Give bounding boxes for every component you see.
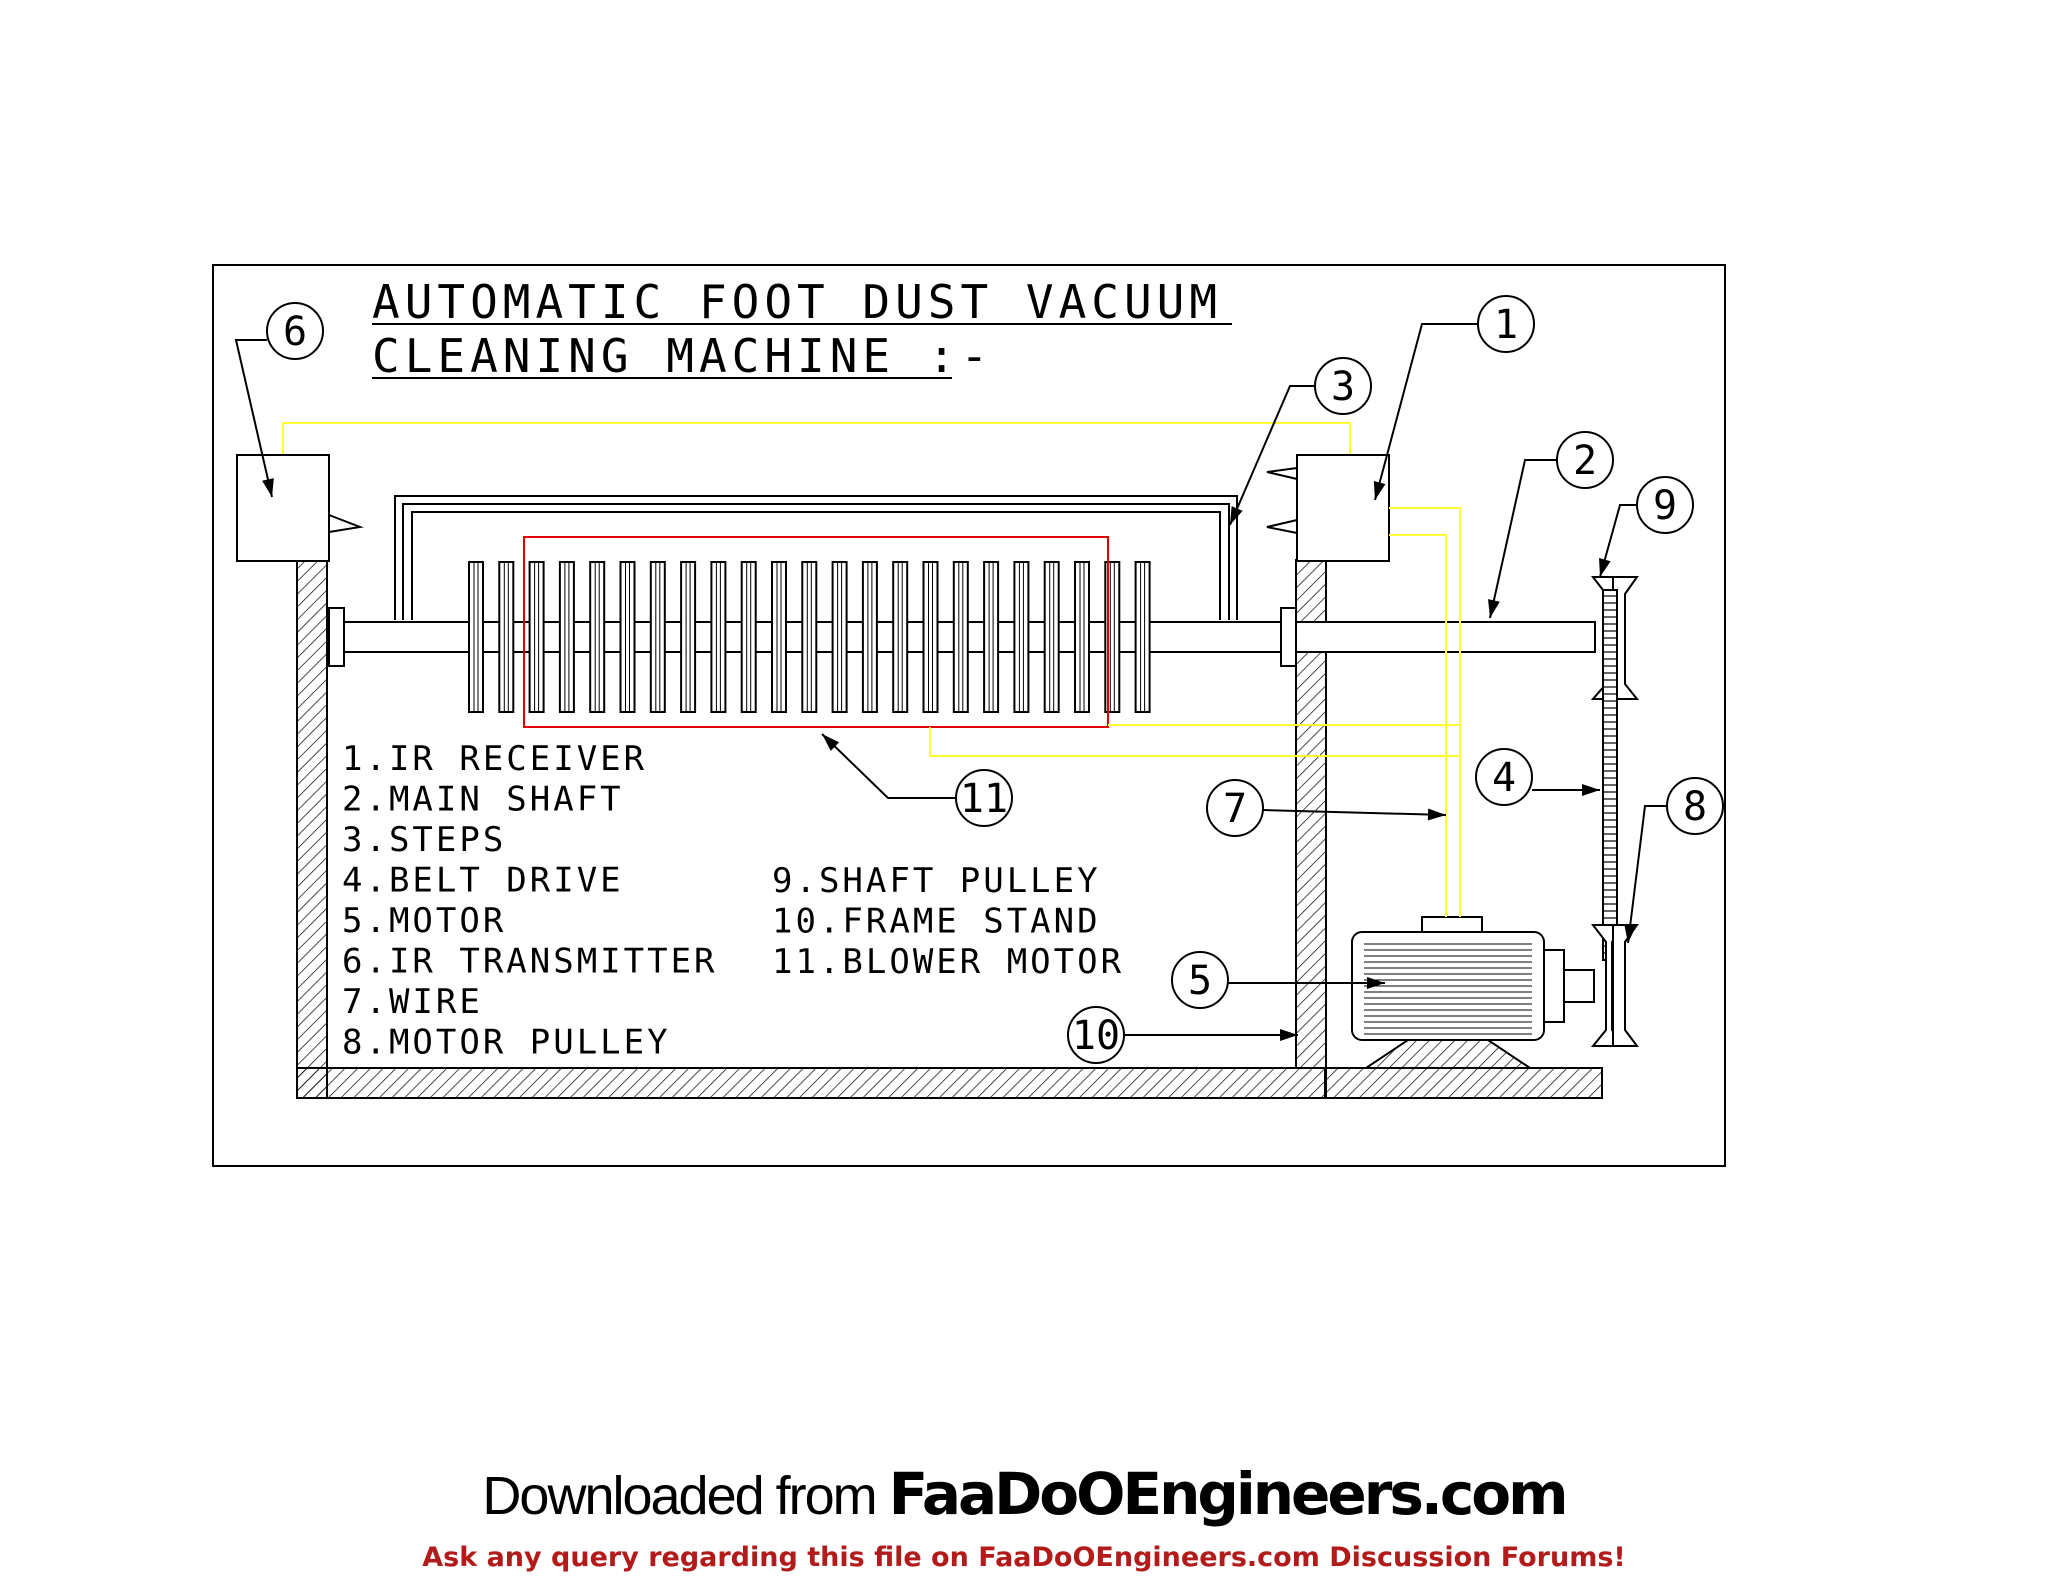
blower-fin xyxy=(1043,561,1060,713)
callout-2: 2 xyxy=(1488,431,1614,619)
blower-fins xyxy=(468,561,1151,713)
callout-1: 1 xyxy=(1373,295,1535,501)
footer-prefix: Downloaded from xyxy=(482,1466,889,1526)
blower-fin xyxy=(952,561,969,713)
callout-number: 7 xyxy=(1223,786,1247,832)
blower-fin xyxy=(892,561,909,713)
callout-3: 3 xyxy=(1229,357,1372,526)
callout-6: 6 xyxy=(234,302,324,498)
footer-site-logo[interactable]: FaaDoOEngineers.com xyxy=(888,1460,1569,1528)
wire-motor xyxy=(929,507,1461,917)
legend-item: 1.IR RECEIVER xyxy=(342,739,647,779)
callout-8: 8 xyxy=(1624,777,1724,944)
blower-fin xyxy=(589,561,606,713)
legend-item: 3.STEPS xyxy=(342,820,506,860)
main-shaft xyxy=(328,607,1596,667)
legend-item: 6.IR TRANSMITTER xyxy=(342,942,718,982)
blower-fin xyxy=(468,561,484,713)
callout-number: 11 xyxy=(960,776,1008,822)
blower-fin xyxy=(649,561,666,713)
legend-item: 4.BELT DRIVE xyxy=(342,861,624,901)
callout-number: 5 xyxy=(1188,958,1212,1004)
ir-transmitter xyxy=(236,454,364,562)
belt-drive xyxy=(1602,589,1618,961)
blower-fin xyxy=(801,561,818,713)
blower-fin xyxy=(1134,561,1151,713)
blower-fin xyxy=(983,561,1000,713)
footer-query-line[interactable]: Ask any query regarding this file on Faa… xyxy=(422,1542,1626,1573)
callout-5: 5 xyxy=(1171,951,1385,1009)
motor xyxy=(1351,916,1595,1069)
steps-cover xyxy=(394,495,1238,620)
legend-item: 10.FRAME STAND xyxy=(772,902,1101,942)
blower-fin xyxy=(498,561,515,713)
diagram-title-line2: CLEANING MACHINE :- xyxy=(372,329,993,383)
diagram-title-line1: AUTOMATIC FOOT DUST VACUUM xyxy=(372,275,1222,329)
callout-number: 3 xyxy=(1331,364,1355,410)
callout-number: 10 xyxy=(1072,1013,1120,1059)
footer: Downloaded from FaaDoOEngineers.com Ask … xyxy=(0,1460,2048,1573)
callout-number: 8 xyxy=(1683,784,1707,830)
callout-7: 7 xyxy=(1206,779,1447,837)
callout-number: 1 xyxy=(1494,302,1518,348)
legend-item: 5.MOTOR xyxy=(342,901,506,941)
callout-number: 6 xyxy=(283,309,307,355)
drawing-border xyxy=(212,264,1726,1167)
footer-download-line[interactable]: Downloaded from FaaDoOEngineers.com xyxy=(0,1460,2048,1528)
callout-11: 11 xyxy=(821,733,1013,827)
legend-item: 8.MOTOR PULLEY xyxy=(342,1023,671,1063)
blower-fin xyxy=(831,561,848,713)
callout-10: 10 xyxy=(1067,1006,1298,1064)
blower-motor-outline xyxy=(523,536,1109,728)
blower-fin xyxy=(680,561,697,713)
blower-fin xyxy=(528,561,545,713)
callout-number: 9 xyxy=(1653,483,1677,529)
blower-fin xyxy=(922,561,939,713)
motor-pulley xyxy=(1590,924,1639,1047)
legend-item: 9.SHAFT PULLEY xyxy=(772,861,1101,901)
blower-fin xyxy=(771,561,787,713)
blower-fin xyxy=(1074,561,1090,713)
wire-top xyxy=(282,422,1351,455)
callout-9: 9 xyxy=(1599,476,1694,578)
blower-fin xyxy=(740,561,757,713)
callout-number: 4 xyxy=(1492,755,1516,801)
callout-number: 2 xyxy=(1573,438,1597,484)
ir-receiver xyxy=(1266,454,1390,562)
blower-fin xyxy=(710,561,727,713)
callout-4: 4 xyxy=(1475,748,1600,806)
legend-item: 7.WIRE xyxy=(342,982,483,1022)
blower-fin xyxy=(558,561,575,713)
blower-fin xyxy=(1013,561,1030,713)
legend-item: 11.BLOWER MOTOR xyxy=(772,942,1124,982)
legend-item: 2.MAIN SHAFT xyxy=(342,780,624,820)
callouts: 1 2 3 4 5 6 7 8 9 10 11 xyxy=(234,295,1724,1064)
blower-fin xyxy=(861,561,878,713)
blower-fin xyxy=(619,561,636,713)
